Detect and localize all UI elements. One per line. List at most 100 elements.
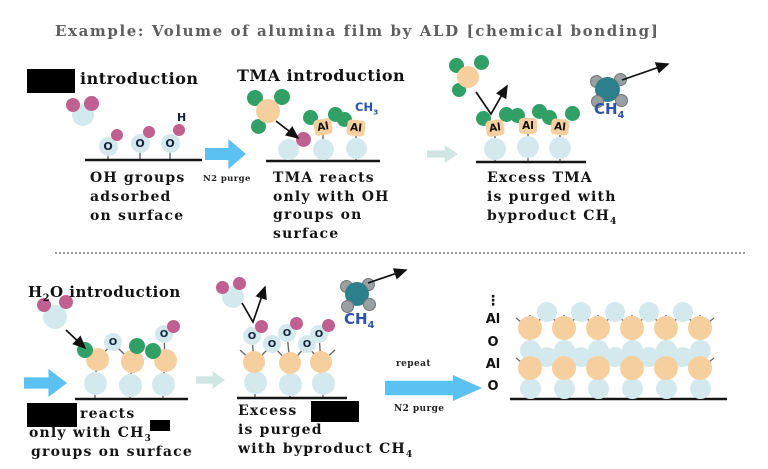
atom-circle <box>620 356 644 380</box>
atom-circle <box>129 338 145 354</box>
atom-o: O <box>130 133 150 153</box>
atom-circle <box>340 299 354 313</box>
atom-circle <box>120 349 144 373</box>
atom-circle <box>620 316 644 340</box>
atom-circle <box>310 351 332 373</box>
panel1-caption: OH groups adsorbed on surface <box>90 170 186 224</box>
ch4-label-bottom: CH4 <box>344 310 375 331</box>
atom-circle <box>654 316 678 340</box>
atom-circle <box>673 302 693 322</box>
panel5-caption-line1: Excess <box>238 403 298 419</box>
panel3-caption: Excess TMA is purged with byproduct CH4 <box>487 170 618 227</box>
atom-circle <box>586 316 610 340</box>
redaction-box-sub3 <box>150 420 170 431</box>
panel2-heading: TMA introduction <box>237 66 406 85</box>
atom-circle <box>215 280 229 294</box>
atom-circle <box>145 343 161 359</box>
atom-circle <box>289 316 303 330</box>
panel4-caption-line2: only with CH3 <box>29 425 153 444</box>
atom-circle <box>605 302 625 322</box>
atom-circle <box>587 377 609 399</box>
atom-circle <box>689 377 711 399</box>
redaction-box-h2o <box>27 69 75 93</box>
atom-circle <box>553 377 575 399</box>
atom-circle <box>173 124 185 136</box>
atom-circle <box>564 105 580 121</box>
atom-circle <box>621 339 643 361</box>
layer-label-ellipsis: ⋮ <box>486 293 500 309</box>
atom-circle <box>143 126 155 138</box>
atom-al-tile: Al <box>519 118 537 134</box>
layer-label-o-2: O <box>487 379 499 394</box>
atom-circle <box>639 302 659 322</box>
atom-circle <box>274 89 290 105</box>
atom-circle <box>321 318 335 332</box>
dotted-divider <box>55 252 745 254</box>
atom-circle <box>83 95 99 111</box>
atom-o: O <box>160 133 180 153</box>
ch4-escape-arrow-top <box>621 62 670 81</box>
atom-circle <box>571 302 591 322</box>
tma-bounce-arrow <box>475 84 508 116</box>
atom-circle <box>256 99 280 123</box>
h2o-attach-arrow <box>65 329 87 350</box>
atom-circle <box>484 138 506 160</box>
atom-circle <box>590 94 604 108</box>
panel2-caption: TMA reacts only with OH groups on surfac… <box>273 170 390 242</box>
panel4-heading: H2O introduction <box>28 283 181 304</box>
layer-label-al-1: Al <box>485 312 501 327</box>
atom-circle <box>118 373 142 397</box>
h2o-bounce-arrow <box>241 285 267 325</box>
atom-circle <box>279 352 301 374</box>
redaction-box-p5 <box>311 401 359 422</box>
atom-circle <box>66 98 80 112</box>
ch3-label: CH3 <box>355 100 379 117</box>
n2-purge-label-bottom: N2 purge <box>394 404 445 414</box>
atom-circle <box>457 66 479 88</box>
atom-circle <box>552 356 576 380</box>
atom-circle <box>345 137 367 159</box>
slide-title: Example: Volume of alumina film by ALD [… <box>55 22 660 40</box>
atom-circle <box>537 347 557 367</box>
atom-circle <box>312 138 334 160</box>
redaction-box-p4 <box>27 403 77 427</box>
atom-circle <box>111 129 123 141</box>
atom-circle <box>655 377 677 399</box>
atom-circle <box>587 339 609 361</box>
atom-circle <box>278 372 302 396</box>
atom-circle <box>277 138 299 160</box>
atom-circle <box>586 356 610 380</box>
atom-circle <box>621 377 643 399</box>
atom-circle <box>673 347 693 367</box>
atom-circle <box>518 316 542 340</box>
panel4-caption-line1: reacts <box>80 406 136 422</box>
atom-circle <box>166 319 180 333</box>
atom-circle <box>362 297 376 311</box>
atom-circle <box>605 347 625 367</box>
atom-circle <box>59 295 73 309</box>
atom-circle <box>688 356 712 380</box>
panel1-heading: introduction <box>80 69 199 88</box>
tma-attach-arrow <box>275 120 300 140</box>
atom-circle <box>37 298 51 312</box>
atom-circle <box>254 319 268 333</box>
atom-circle <box>614 93 628 107</box>
atom-circle <box>537 302 557 322</box>
repeat-label: repeat <box>396 359 431 369</box>
atom-circle <box>232 276 246 290</box>
atom-circle <box>689 339 711 361</box>
layer-label-o-1: O <box>487 335 499 350</box>
ch4-label-top: CH4 <box>594 100 625 121</box>
layer-label-al-2: Al <box>485 357 501 372</box>
atom-circle <box>517 136 539 158</box>
atom-circle <box>151 372 175 396</box>
h-atom-label: H <box>177 111 187 124</box>
atom-circle <box>473 54 489 70</box>
panel5-caption-line2: is purged <box>238 422 323 438</box>
atom-o: O <box>98 136 118 156</box>
atom-circle <box>519 339 541 361</box>
atom-circle <box>518 356 542 380</box>
